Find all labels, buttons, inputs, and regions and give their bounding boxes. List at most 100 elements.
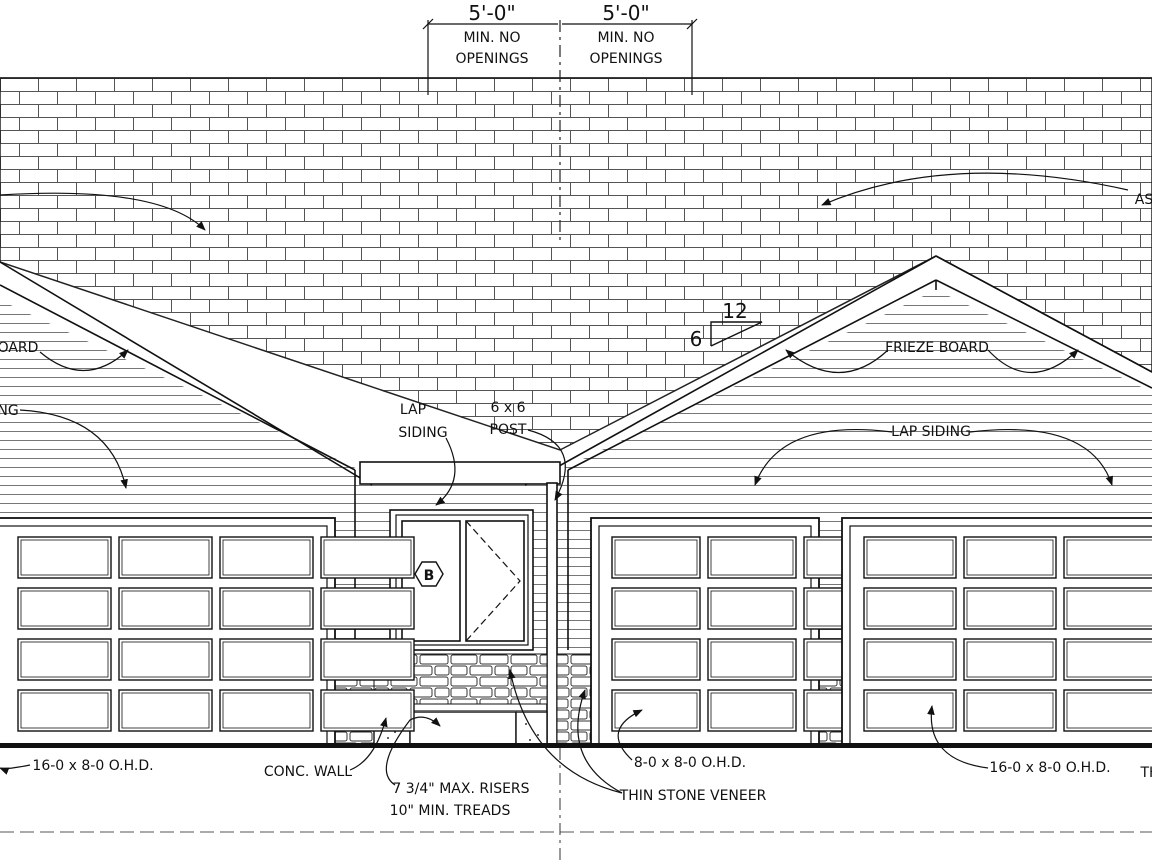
leaders (0, 172, 1129, 794)
garage-door-panel (219, 638, 314, 681)
garage-door-panel-inset (323, 641, 412, 678)
label-ohd-left: 16-0 x 8-0 O.H.D. (32, 758, 153, 774)
garage-door-panel (963, 689, 1057, 732)
label-frieze-left: OARD (0, 340, 38, 356)
leader-post (527, 429, 566, 501)
garage-door-panel (320, 587, 415, 630)
garage-door-panel-inset (614, 539, 698, 576)
garage-door-panel (1063, 689, 1152, 732)
garage-door-panel-inset (710, 539, 794, 576)
garage-door-panel (863, 587, 957, 630)
garage-door-panel-inset (966, 692, 1054, 729)
leader-stone-a (507, 669, 623, 794)
garage-door-panel-inset (121, 641, 210, 678)
garage-door-panel (707, 587, 797, 630)
garage-door-panel (219, 536, 314, 579)
garage-door-panel (863, 689, 957, 732)
garage-door-panel (320, 689, 415, 732)
garage-door-panel (611, 587, 701, 630)
garage-door-panel (219, 587, 314, 630)
garage-door-panel (707, 536, 797, 579)
porch-step (409, 711, 517, 746)
garage-door-panel (320, 638, 415, 681)
porch-soffit (359, 461, 561, 485)
leader-ohd-left (0, 764, 31, 775)
label-lap-center-1: LAP (400, 402, 426, 418)
dimension-left (422, 18, 558, 95)
label-ohd-center: 8-0 x 8-0 O.H.D. (634, 755, 746, 771)
label-post-2: POST (490, 422, 527, 438)
label-ohd-right: 16-0 x 8-0 O.H.D. (989, 760, 1110, 776)
garage-door-panel-inset (710, 692, 794, 729)
label-siding-left: NG (0, 403, 19, 419)
garage-door-panel (1063, 587, 1152, 630)
garage-door-panel-inset (222, 539, 311, 576)
stone-veneer-mid (556, 653, 596, 746)
leader-ohd-right (927, 705, 989, 769)
dimension-note-right-1: MIN. NO (597, 30, 654, 46)
garage-door-panel (17, 689, 112, 732)
garage-door-panel-inset (614, 590, 698, 627)
dimension-note-right-2: OPENINGS (589, 51, 662, 67)
roof-slope-symbol (710, 321, 763, 347)
garage-doors (0, 517, 1152, 746)
garage-door-panel-inset (323, 692, 412, 729)
label-th-partial: TH (1139, 765, 1152, 781)
garage-door-panel-inset (866, 590, 954, 627)
garage-door-panel (707, 638, 797, 681)
slope-run: 12 (722, 299, 747, 323)
leader-frieze-right-a (785, 349, 889, 374)
leader-lap-center (435, 437, 456, 506)
garage-door-panel (611, 689, 701, 732)
garage-door-panel-inset (121, 590, 210, 627)
dimension-note-left-1: MIN. NO (463, 30, 520, 46)
garage-door-panel-inset (121, 539, 210, 576)
garage-door-panel-inset (966, 641, 1054, 678)
garage-door-panel-inset (1066, 692, 1152, 729)
garage-door-panel (118, 638, 213, 681)
leader-roof-left (0, 192, 206, 231)
leader-lap-right-b (969, 429, 1113, 486)
label-treads: 10" MIN. TREADS (390, 803, 511, 819)
garage-door-panel (611, 536, 701, 579)
svg-text:B: B (424, 568, 435, 584)
garage-door-panel (1063, 536, 1152, 579)
garage-door-panel (611, 638, 701, 681)
garage-door-panel (963, 587, 1057, 630)
garage-door-right[interactable] (841, 517, 1152, 746)
label-frieze-right: FRIEZE BOARD (885, 340, 989, 356)
dimension-value-right: 5'-0" (602, 1, 649, 25)
garage-door-panel-inset (966, 590, 1054, 627)
garage-door-panel-inset (222, 641, 311, 678)
label-risers: 7 3/4" MAX. RISERS (392, 781, 529, 797)
garage-door-panel (17, 536, 112, 579)
garage-door-panel-inset (866, 641, 954, 678)
dimension-value-left: 5'-0" (468, 1, 515, 25)
garage-door-panel (17, 638, 112, 681)
leader-stone-b (577, 689, 623, 794)
garage-door-panel-inset (323, 539, 412, 576)
dimension-note-left-2: OPENINGS (455, 51, 528, 67)
garage-door-panel (320, 536, 415, 579)
garage-door-panel-inset (20, 539, 109, 576)
garage-door-panel-inset (20, 641, 109, 678)
garage-door-panel (963, 638, 1057, 681)
leader-conc (349, 717, 388, 771)
garage-door-left[interactable] (0, 517, 415, 746)
leader-frieze-right-b (987, 349, 1079, 373)
garage-door-panel (1063, 638, 1152, 681)
garage-door-panel-inset (710, 590, 794, 627)
garage-door-panel-inset (614, 641, 698, 678)
garage-door-panel (118, 536, 213, 579)
garage-door-panel-inset (1066, 539, 1152, 576)
leader-siding-left (19, 409, 128, 489)
leader-roof-right (821, 172, 1129, 206)
garage-door-center[interactable] (590, 517, 893, 746)
grade-line (0, 743, 1152, 748)
garage-door-panel-inset (323, 590, 412, 627)
garage-door-panel-inset (1066, 590, 1152, 627)
leader-lap-right-a (754, 429, 893, 486)
slope-rise: 6 (690, 327, 703, 351)
fascia-right (524, 255, 1152, 650)
